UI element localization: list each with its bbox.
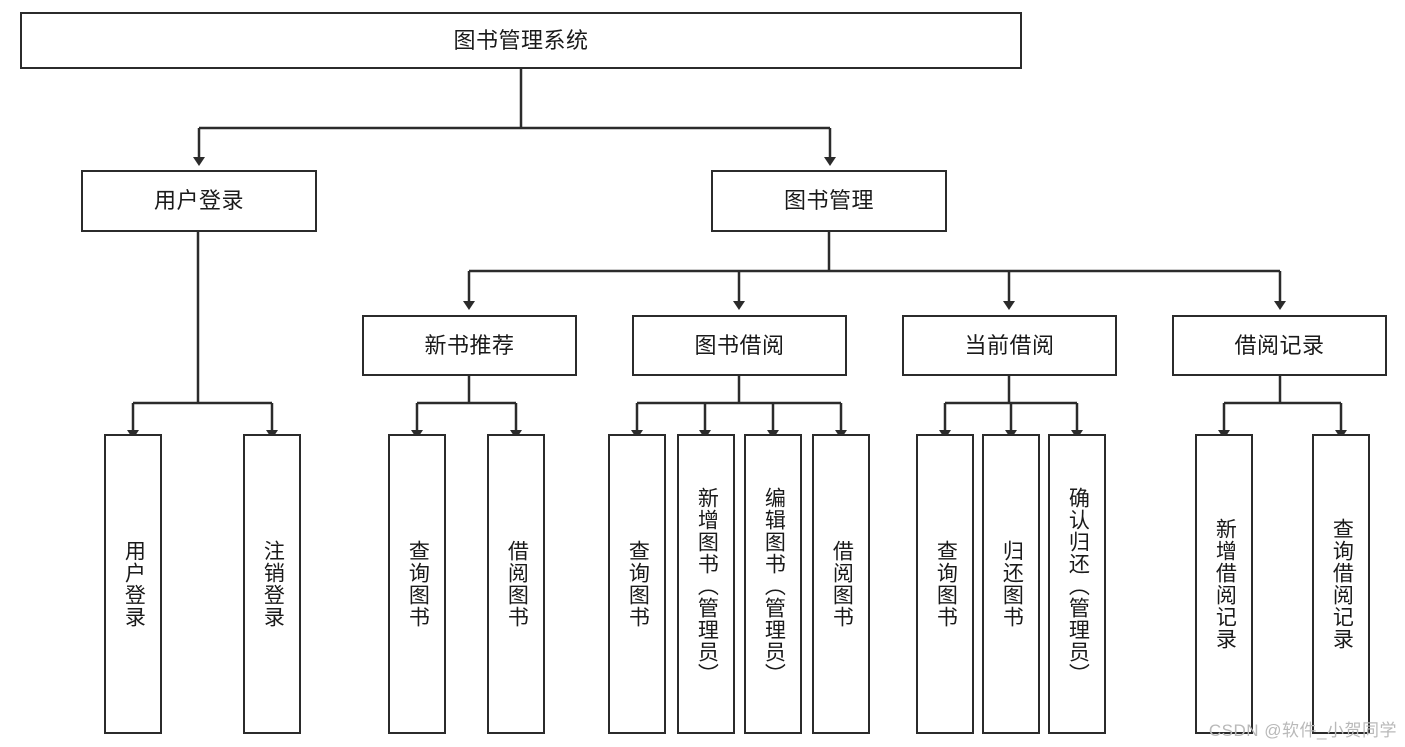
- node-leaf-add-book[interactable]: 新增图书（管理员）: [677, 434, 735, 734]
- node-leaf-return-book-label: 归还图书: [1000, 540, 1024, 628]
- node-leaf-query-record[interactable]: 查询借阅记录: [1312, 434, 1370, 734]
- node-leaf-user-login-label: 用户登录: [122, 540, 146, 628]
- node-leaf-borrow-book-2-label: 借阅图书: [830, 540, 854, 628]
- node-leaf-confirm-return[interactable]: 确认归还（管理员）: [1048, 434, 1106, 734]
- node-leaf-borrow-book-1[interactable]: 借阅图书: [487, 434, 545, 734]
- node-leaf-query-record-label: 查询借阅记录: [1330, 518, 1354, 650]
- node-current-borrow[interactable]: 当前借阅: [902, 315, 1117, 376]
- node-book-management-label: 图书管理: [783, 188, 874, 214]
- node-leaf-confirm-return-label: 确认归还（管理员）: [1066, 487, 1090, 685]
- node-leaf-query-book-1[interactable]: 查询图书: [388, 434, 446, 734]
- node-new-book-recommend-label: 新书推荐: [424, 332, 515, 358]
- node-leaf-borrow-book-1-label: 借阅图书: [505, 540, 529, 628]
- node-leaf-user-login[interactable]: 用户登录: [104, 434, 162, 734]
- node-user-login-label: 用户登录: [153, 188, 244, 214]
- node-leaf-edit-book[interactable]: 编辑图书（管理员）: [744, 434, 802, 734]
- node-user-login[interactable]: 用户登录: [81, 170, 317, 232]
- node-borrow-record[interactable]: 借阅记录: [1172, 315, 1387, 376]
- node-book-management[interactable]: 图书管理: [711, 170, 947, 232]
- node-borrow-record-label: 借阅记录: [1234, 332, 1325, 358]
- node-new-book-recommend[interactable]: 新书推荐: [362, 315, 577, 376]
- node-leaf-add-record-label: 新增借阅记录: [1213, 518, 1237, 650]
- node-leaf-logout[interactable]: 注销登录: [243, 434, 301, 734]
- node-leaf-query-book-3[interactable]: 查询图书: [916, 434, 974, 734]
- node-leaf-query-book-2-label: 查询图书: [626, 540, 650, 628]
- node-root[interactable]: 图书管理系统: [20, 12, 1022, 69]
- node-leaf-query-book-1-label: 查询图书: [406, 540, 430, 628]
- node-book-borrow-label: 图书借阅: [694, 332, 785, 358]
- node-leaf-logout-label: 注销登录: [261, 540, 285, 628]
- node-leaf-return-book[interactable]: 归还图书: [982, 434, 1040, 734]
- node-leaf-borrow-book-2[interactable]: 借阅图书: [812, 434, 870, 734]
- node-leaf-edit-book-label: 编辑图书（管理员）: [762, 487, 786, 685]
- node-book-borrow[interactable]: 图书借阅: [632, 315, 847, 376]
- node-leaf-query-book-3-label: 查询图书: [934, 540, 958, 628]
- node-leaf-add-book-label: 新增图书（管理员）: [695, 487, 719, 685]
- node-root-label: 图书管理系统: [453, 27, 589, 53]
- node-leaf-add-record[interactable]: 新增借阅记录: [1195, 434, 1253, 734]
- node-leaf-query-book-2[interactable]: 查询图书: [608, 434, 666, 734]
- node-current-borrow-label: 当前借阅: [964, 332, 1055, 358]
- csdn-watermark: CSDN @软件_小贺同学: [1208, 721, 1397, 740]
